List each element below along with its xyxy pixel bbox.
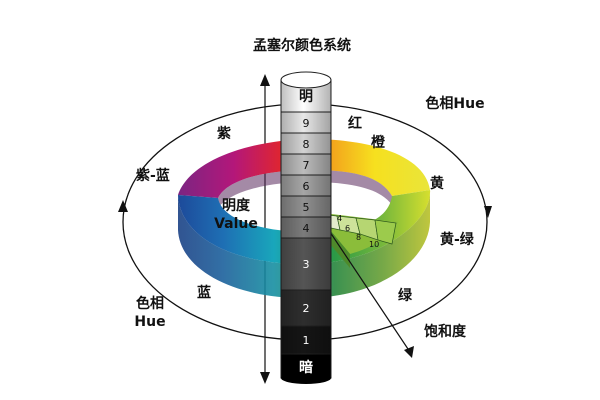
value-step-7: 7 [303, 159, 310, 172]
hue-ring-back-inner-wall [218, 170, 392, 208]
chroma-arrow-line [317, 213, 411, 353]
hue-name-green: 绿 [398, 287, 413, 304]
chroma-label: 饱和度 [424, 323, 467, 340]
value-step-2: 2 [303, 302, 310, 315]
page-title: 孟塞尔颜色系统 [253, 37, 351, 54]
hue-orbit-arrow-right [484, 206, 492, 218]
hue-name-purple: 紫 [217, 125, 231, 142]
hue-label-left-en: Hue [134, 314, 165, 330]
value-step-3: 3 [303, 258, 310, 271]
hue-name-purple-blue: 紫-蓝 [136, 167, 170, 184]
value-cylinder [280, 71, 332, 384]
chroma-step-8: 8 [356, 233, 361, 242]
hue-name-yellow-green: 黄-绿 [440, 231, 475, 248]
value-axis-label-en: Value [214, 216, 258, 232]
hue-label-top: 色相Hue [425, 95, 484, 112]
chroma-step-4: 4 [337, 214, 342, 223]
value-axis-arrow-down [260, 372, 270, 384]
hue-name-orange: 橙 [371, 134, 386, 151]
chroma-arrow-head [404, 346, 414, 358]
hue-orbit-arrow-left [118, 200, 128, 212]
value-step-1: 1 [303, 334, 310, 347]
chroma-step-6: 6 [345, 224, 350, 233]
hue-ring-front-wall-shade [178, 190, 431, 299]
value-cylinder-top-cap [280, 71, 332, 89]
value-bottom-label: 暗 [299, 359, 313, 376]
value-step-6: 6 [303, 180, 310, 193]
value-axis-label-cn: 明度 [222, 197, 251, 214]
value-step-8: 8 [303, 138, 310, 151]
value-axis-arrow-up [260, 74, 270, 86]
value-cylinder-shade [281, 80, 331, 378]
value-step-9: 9 [303, 117, 310, 130]
hue-ring-front-wall [178, 190, 431, 299]
value-top-label: 明 [299, 89, 313, 105]
hue-name-blue: 蓝 [197, 284, 211, 301]
value-step-4: 4 [303, 222, 310, 235]
hue-name-yellow: 黄 [430, 175, 444, 192]
value-step-5: 5 [303, 201, 310, 214]
hue-label-left-cn: 色相 [136, 295, 164, 312]
hue-name-red: 红 [348, 115, 362, 132]
chroma-step-10: 10 [369, 240, 379, 249]
